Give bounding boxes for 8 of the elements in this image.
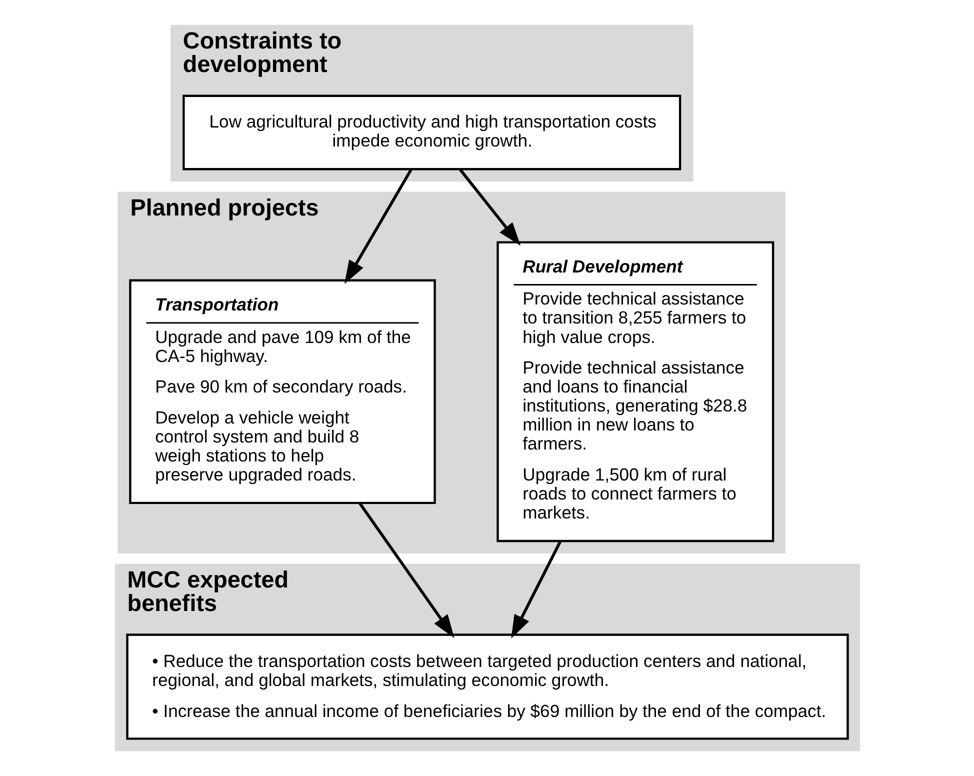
node-box: Transportation Upgrade and pave 109 km of the CA-5 highway. Pave 90 km of secondary roads. Develop a vehicle weight control system and build 8 weigh stations to help preserve upgraded roads. (128, 279, 436, 504)
node-box: • Reduce the transportation costs between targeted production centers and national, regional, and global markets, stimulating economic growth. • Increase the annual income of beneficiaries by $69 million by the end of the compact. (126, 634, 848, 740)
arrow (458, 168, 520, 246)
node-box: Rural Development Provide technical assistance to transition 8,255 farmers to high value crops. Provide technical assistance and loans to financial institutions, generating $28.8 million in new loans to farmers. Upgrade 1,500 km of rural roads to connect farmers to markets. (496, 241, 774, 542)
arrow (510, 540, 562, 639)
arrow (344, 168, 412, 284)
node-box: Low agricultural productivity and high transportation costs impede economic growth. (182, 94, 681, 170)
arrow (358, 502, 454, 638)
